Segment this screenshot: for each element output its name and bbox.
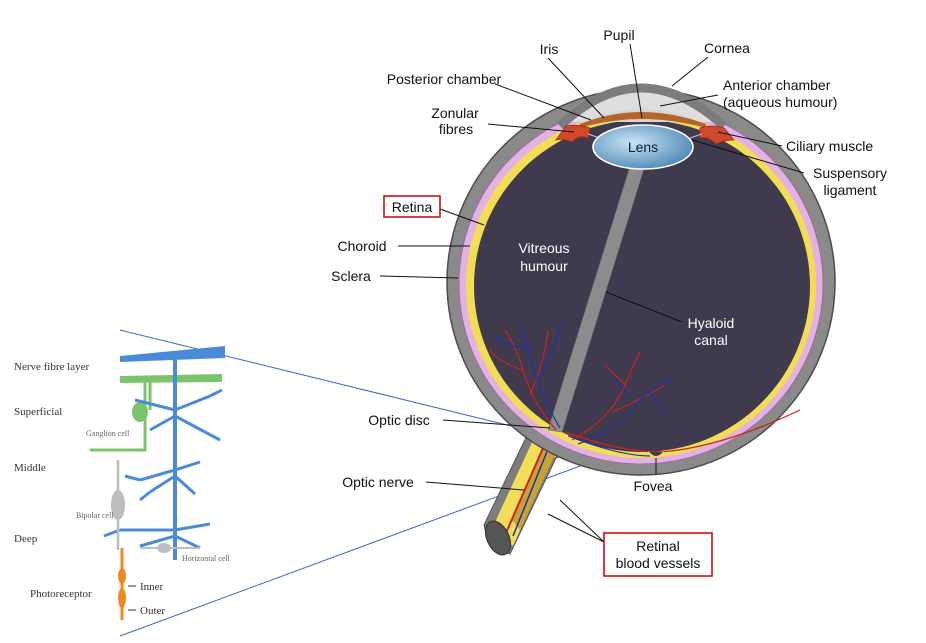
- label-lens: Lens: [628, 139, 658, 155]
- label-suspensory: Suspensory: [813, 165, 887, 181]
- ganglion-axon-shape: [120, 374, 222, 383]
- retinal-blood-vessels-shape: [489, 321, 801, 457]
- label-aqueous-humour: (aqueous humour): [723, 94, 837, 110]
- projection-line-top: [119, 329, 561, 439]
- label-vitreous: Vitreous: [518, 240, 569, 256]
- label-retinal: Retinal: [636, 538, 680, 554]
- label-superficial: Superficial: [14, 406, 62, 418]
- label-blood-vessels: blood vessels: [616, 555, 701, 571]
- label-iris: Iris: [540, 41, 559, 57]
- ciliary-body-left: [554, 124, 591, 143]
- label-ciliary-muscle: Ciliary muscle: [786, 138, 873, 154]
- label-sclera: Sclera: [331, 268, 371, 284]
- label-retina: Retina: [392, 199, 433, 215]
- label-inner: Inner: [140, 581, 164, 593]
- iris-shape: [580, 112, 706, 128]
- vitreous-humour-shape: [474, 120, 810, 452]
- label-fovea: Fovea: [634, 478, 673, 494]
- label-hyaloid: Hyaloid: [688, 315, 735, 331]
- superficial-dendrites: [134, 388, 223, 442]
- nerve-fibre-shape: [120, 346, 225, 362]
- bipolar-cell-body: [111, 490, 125, 520]
- label-cornea: Cornea: [704, 40, 750, 56]
- label-posterior-chamber: Posterior chamber: [387, 71, 502, 87]
- deep-dendrites: [103, 522, 211, 550]
- ganglion-cell-body: [132, 402, 148, 422]
- photoreceptor-inner: [118, 568, 126, 584]
- label-fibres: fibres: [439, 121, 473, 137]
- label-pupil: Pupil: [603, 27, 634, 43]
- label-anterior-chamber: Anterior chamber: [723, 77, 831, 93]
- label-optic-nerve: Optic nerve: [342, 474, 414, 490]
- lens-shape: [592, 124, 694, 170]
- label-choroid: Choroid: [337, 238, 386, 254]
- fovea-shape: [647, 451, 665, 458]
- label-vitreous-humour: humour: [520, 258, 568, 274]
- middle-dendrites: [124, 460, 201, 502]
- label-horizontal-cell: Horizontal cell: [182, 554, 231, 563]
- label-outer: Outer: [140, 605, 165, 617]
- horizontal-cell-body: [157, 543, 171, 553]
- zonular-fibre-right: [689, 133, 703, 139]
- label-canal: canal: [694, 332, 727, 348]
- label-optic-disc: Optic disc: [368, 412, 429, 428]
- photoreceptor-outer: [118, 588, 126, 608]
- label-deep: Deep: [14, 533, 38, 545]
- label-zonular: Zonular: [431, 105, 479, 121]
- label-ligament: ligament: [824, 182, 877, 198]
- label-photoreceptor: Photoreceptor: [30, 588, 92, 600]
- retina-highlight-box: [383, 195, 441, 218]
- label-nerve-fibre-layer: Nerve fibre layer: [14, 361, 89, 373]
- ciliary-body-right: [699, 125, 735, 145]
- retinal-vessels-highlight-box: [603, 532, 713, 577]
- leader-lines: [379, 43, 805, 543]
- retina-layers-inset: Nerve fibre layer Superficial Ganglion c…: [14, 346, 231, 620]
- label-ganglion-cell: Ganglion cell: [86, 429, 130, 438]
- label-middle: Middle: [14, 462, 46, 474]
- label-bipolar-cell: Bipolar cell: [76, 511, 114, 520]
